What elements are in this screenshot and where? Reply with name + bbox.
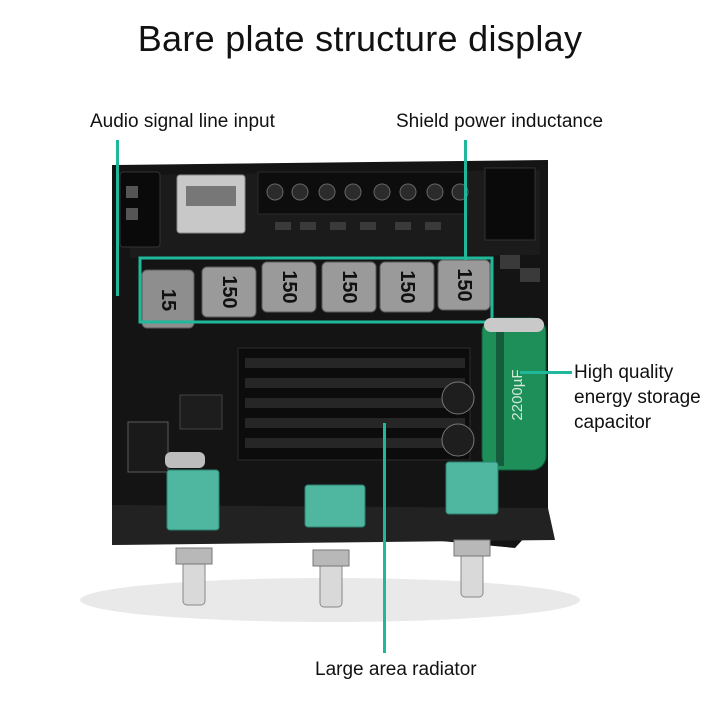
screw-terminal-block <box>257 171 469 215</box>
audio-input-callout-line <box>116 140 119 296</box>
energy-storage-capacitor <box>481 317 547 471</box>
shield-inductance-label: Shield power inductance <box>396 111 604 132</box>
ic-chip <box>179 394 223 430</box>
inductor <box>261 261 317 313</box>
capacitor-label-line: capacitor <box>574 412 652 433</box>
page-title: Bare plate structure display <box>137 18 583 59</box>
inductor-marking: 150 <box>453 268 475 301</box>
inductor-markings: 15 150 150 150 150 150 <box>157 268 475 311</box>
inductor <box>379 261 435 313</box>
capacitor-label-line: energy storage <box>574 387 701 408</box>
inductor <box>437 259 491 311</box>
inductor-marking: 150 <box>396 270 418 303</box>
capacitor-marking: 2200µF <box>509 369 526 420</box>
crystal-oscillator <box>165 452 205 468</box>
audio-jack-pin <box>126 186 138 198</box>
inductor <box>201 266 257 318</box>
inductor-marking: 15 <box>157 289 179 311</box>
small-capacitor <box>441 381 475 415</box>
capacitor-label: High quality energy storage capacitor <box>574 360 701 435</box>
smd-components <box>275 222 540 282</box>
capacitor-callout-line <box>520 371 572 374</box>
bluetooth-module <box>127 421 169 473</box>
inductor-highlight-box <box>138 256 494 324</box>
radiator-callout-line <box>383 423 386 653</box>
inductance-callout-line <box>464 140 467 260</box>
heatsink <box>237 347 471 461</box>
potentiometer-terminals <box>166 461 499 531</box>
inductor-marking: 150 <box>278 270 300 303</box>
inductor-marking: 150 <box>338 270 360 303</box>
small-capacitor <box>441 423 475 457</box>
dc-power-jack <box>484 167 536 241</box>
inductor-row <box>141 259 491 329</box>
inductor-marking: 150 <box>218 275 240 308</box>
radiator-label: Large area radiator <box>315 659 477 680</box>
audio-input-label: Audio signal line input <box>90 111 275 132</box>
usb-port-slot <box>186 186 236 206</box>
knobs <box>175 539 491 608</box>
capacitor-label-line: High quality <box>574 362 674 383</box>
inductor <box>321 261 377 313</box>
inductor <box>141 269 195 329</box>
audio-jack-pin <box>126 208 138 220</box>
